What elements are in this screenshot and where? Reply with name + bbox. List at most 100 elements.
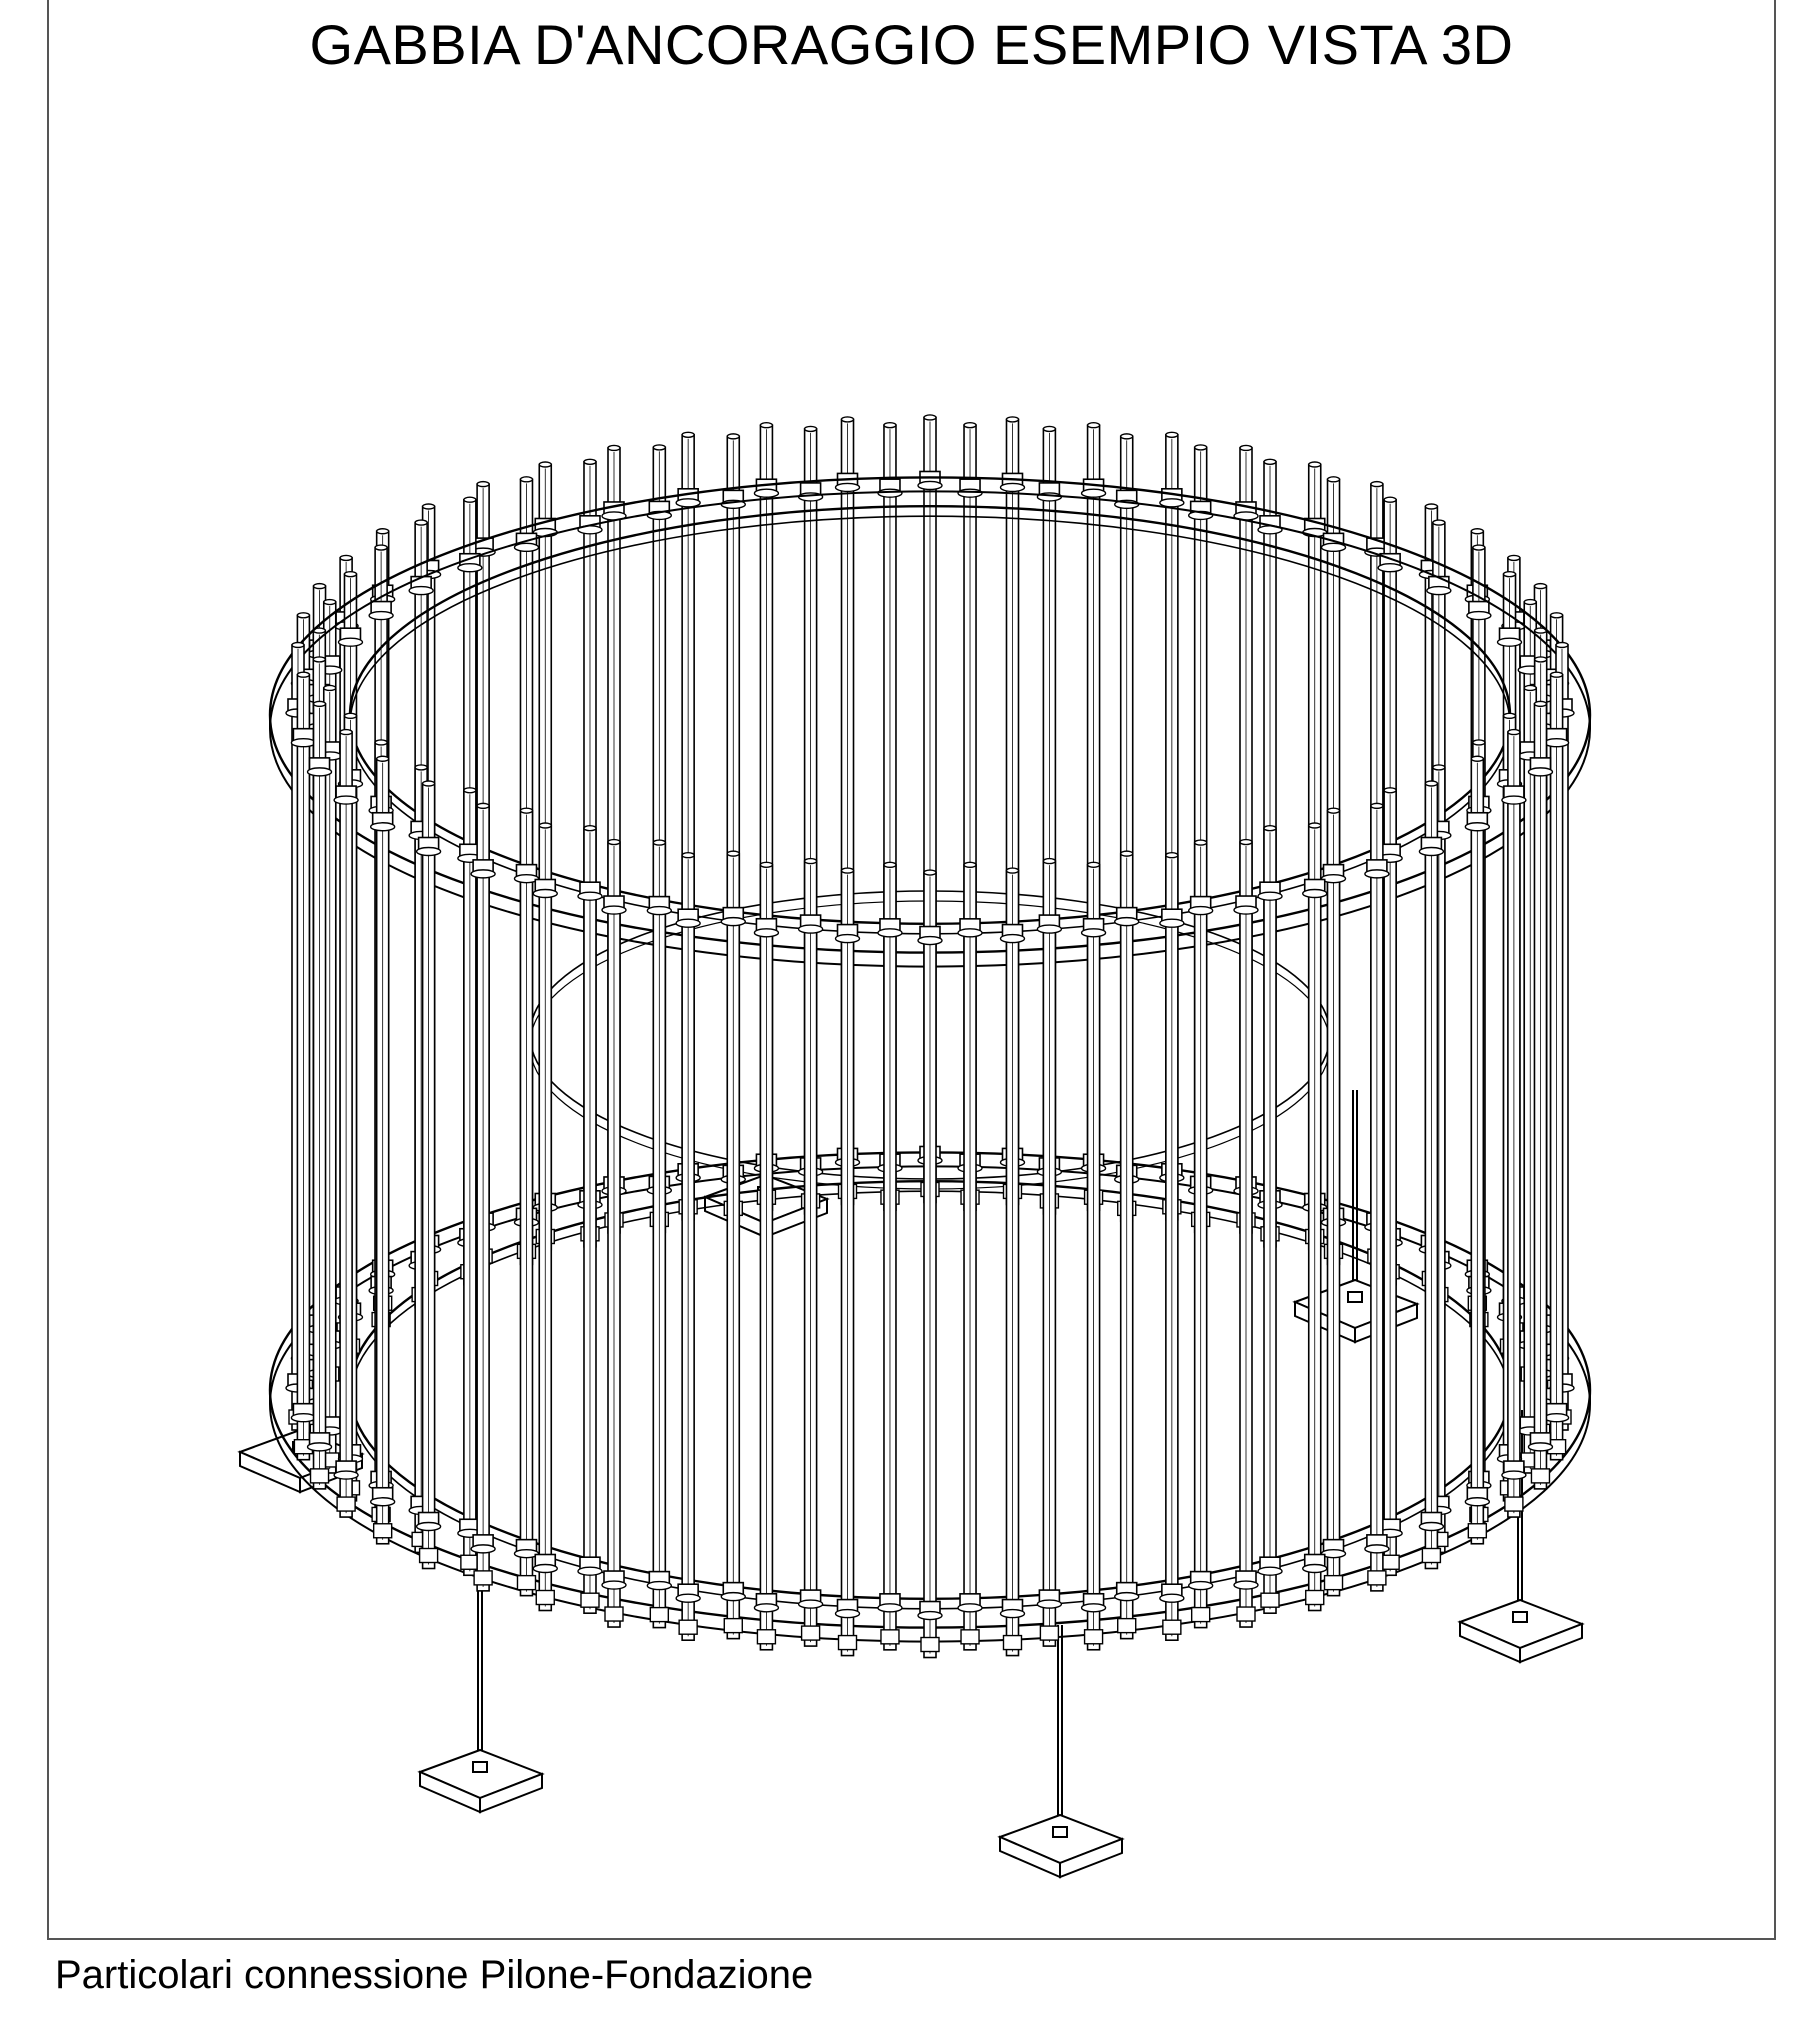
anchor-bolt (333, 728, 359, 1518)
hex-nut (1190, 1606, 1211, 1623)
anchor-bolt (675, 852, 701, 1642)
hex-nut (1380, 1554, 1400, 1570)
anchor-bolt (577, 824, 603, 1614)
anchor-bolt (513, 807, 540, 1597)
washer (999, 482, 1026, 493)
washer (470, 869, 496, 879)
anchor-bolt (1364, 802, 1390, 1592)
anchor-bolt (369, 755, 396, 1545)
washer (877, 928, 903, 938)
washer (1036, 1599, 1063, 1609)
washer (1080, 488, 1107, 498)
washer (1159, 498, 1185, 508)
hex-nut (723, 1617, 743, 1634)
washer (1302, 888, 1328, 899)
anchor-bolt (917, 869, 943, 1659)
washer (513, 542, 540, 553)
anchor-bolt (306, 700, 333, 1490)
washer (877, 488, 903, 498)
washer (1159, 918, 1185, 928)
washer (306, 1442, 333, 1452)
washer (834, 482, 861, 493)
hex-nut (1305, 1589, 1325, 1606)
anchor-bolt (1080, 861, 1107, 1651)
anchor-bolt (1257, 824, 1283, 1614)
washer (577, 1566, 603, 1576)
anchor-bolt (470, 802, 496, 1592)
washer (1080, 928, 1107, 938)
anchor-bolt (1114, 850, 1140, 1640)
washer (1036, 924, 1063, 934)
washer (917, 1610, 943, 1621)
hex-nut (1467, 1523, 1488, 1539)
hex-nut (604, 1606, 624, 1622)
washer (1364, 869, 1390, 879)
anchor-bolt (834, 867, 861, 1657)
washer (999, 933, 1026, 944)
hex-nut (1260, 1592, 1280, 1608)
washer (457, 563, 483, 573)
washer (532, 888, 558, 899)
washer (337, 637, 364, 647)
hex-nut (309, 1468, 330, 1484)
hex-nut (580, 1592, 600, 1608)
anchor-bolt (1501, 728, 1527, 1518)
anchor-bolt (1159, 852, 1185, 1642)
drawing-frame (47, 0, 1776, 1940)
washer (1159, 1593, 1185, 1603)
washer (1320, 542, 1347, 553)
washer (675, 918, 701, 928)
hex-nut (1504, 1496, 1524, 1512)
hex-nut (372, 1523, 393, 1539)
anchor-bolt (646, 839, 673, 1629)
anchor-bolt (999, 867, 1026, 1657)
anchor-bolt (290, 671, 317, 1461)
washer (957, 488, 983, 498)
hex-nut (516, 1574, 537, 1591)
washer (333, 1470, 359, 1480)
washer (290, 737, 317, 748)
hex-nut (460, 1554, 480, 1570)
washer (408, 585, 434, 596)
anchor-bolt (957, 861, 983, 1651)
hex-nut (678, 1619, 698, 1635)
hex-nut (336, 1496, 356, 1512)
anchor-bolt (1543, 671, 1570, 1461)
front-anchor-bolts (285, 641, 1575, 1659)
washer (834, 1608, 861, 1619)
hex-nut (1347, 1291, 1363, 1303)
washer (999, 1608, 1026, 1619)
hex-nut (1512, 1611, 1528, 1623)
anchor-bolt (1527, 700, 1554, 1490)
anchor-bolt (797, 857, 824, 1647)
washer (1187, 905, 1214, 916)
hex-nut (960, 1629, 980, 1645)
washer (753, 928, 780, 938)
washer (1496, 637, 1523, 647)
hex-nut (472, 1761, 488, 1773)
hex-nut (837, 1634, 858, 1651)
hex-nut (535, 1589, 555, 1606)
washer (1114, 1591, 1140, 1602)
washer (1466, 610, 1492, 621)
anchor-bolt (1233, 838, 1259, 1628)
washer (797, 924, 824, 934)
anchor-bolt (415, 780, 442, 1570)
anchor-bolt (1187, 839, 1214, 1629)
hex-nut (1002, 1634, 1023, 1651)
anchor-bolt (877, 861, 903, 1651)
washer (917, 935, 943, 946)
washer (1543, 1412, 1570, 1423)
hex-nut (418, 1547, 439, 1564)
anchor-bolt (1320, 807, 1347, 1597)
washer (470, 1544, 496, 1554)
washer (675, 498, 701, 508)
hex-nut (1323, 1574, 1344, 1591)
washer (720, 1591, 746, 1602)
hex-nut (1367, 1570, 1387, 1586)
washer (1527, 1442, 1554, 1452)
washer (1364, 1544, 1390, 1554)
washer (1464, 1497, 1491, 1507)
washer (1302, 1563, 1328, 1574)
